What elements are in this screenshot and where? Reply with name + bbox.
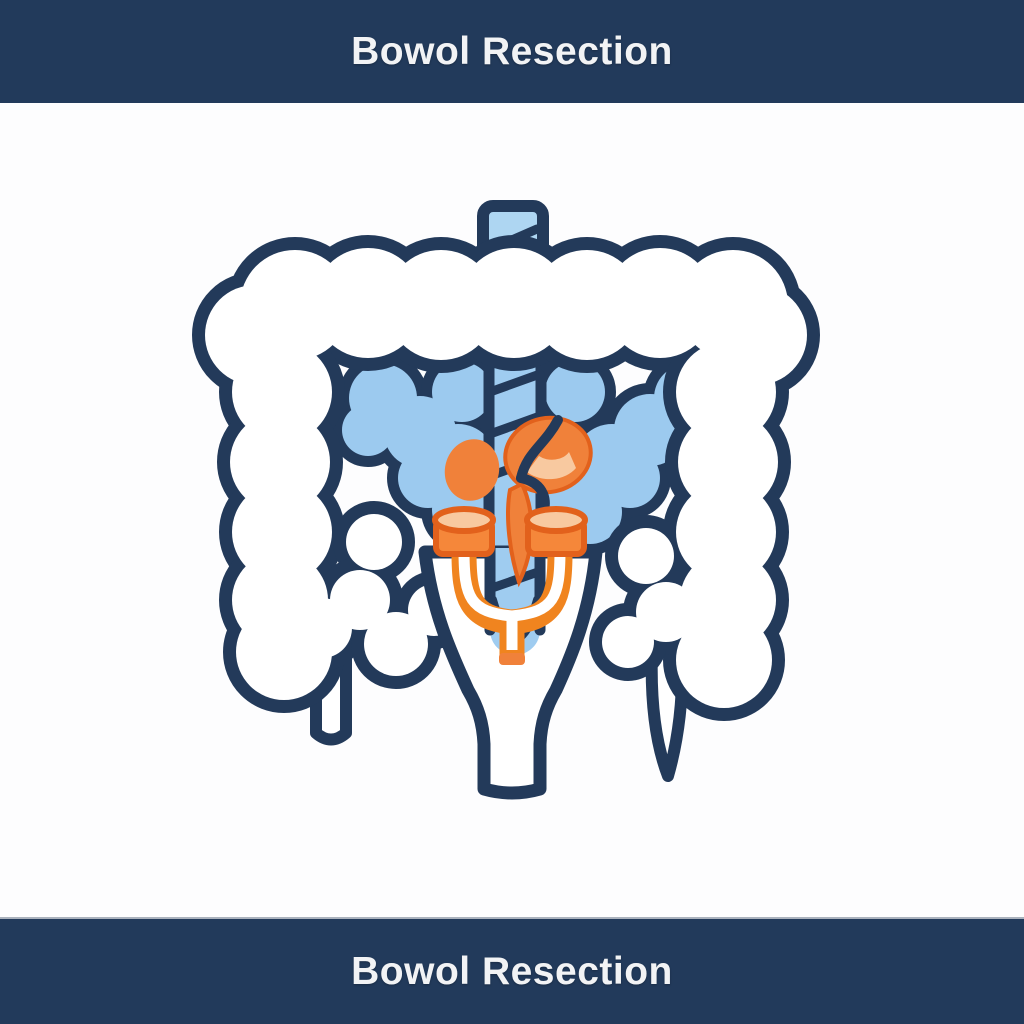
stapler-end-cap (499, 653, 525, 665)
illustration-area (0, 103, 1024, 917)
footer-bar: Bowol Resection (0, 917, 1024, 1024)
footer-title: Bowol Resection (351, 949, 673, 993)
bowel-cut-ends (432, 506, 588, 557)
cut-end-left (432, 506, 496, 557)
bowel-diagram (0, 200, 1024, 800)
anastomosis-y-connector (451, 549, 573, 665)
page-title: Bowol Resection (351, 29, 673, 73)
cut-end-right (524, 506, 588, 557)
header-bar: Bowol Resection (0, 0, 1024, 103)
